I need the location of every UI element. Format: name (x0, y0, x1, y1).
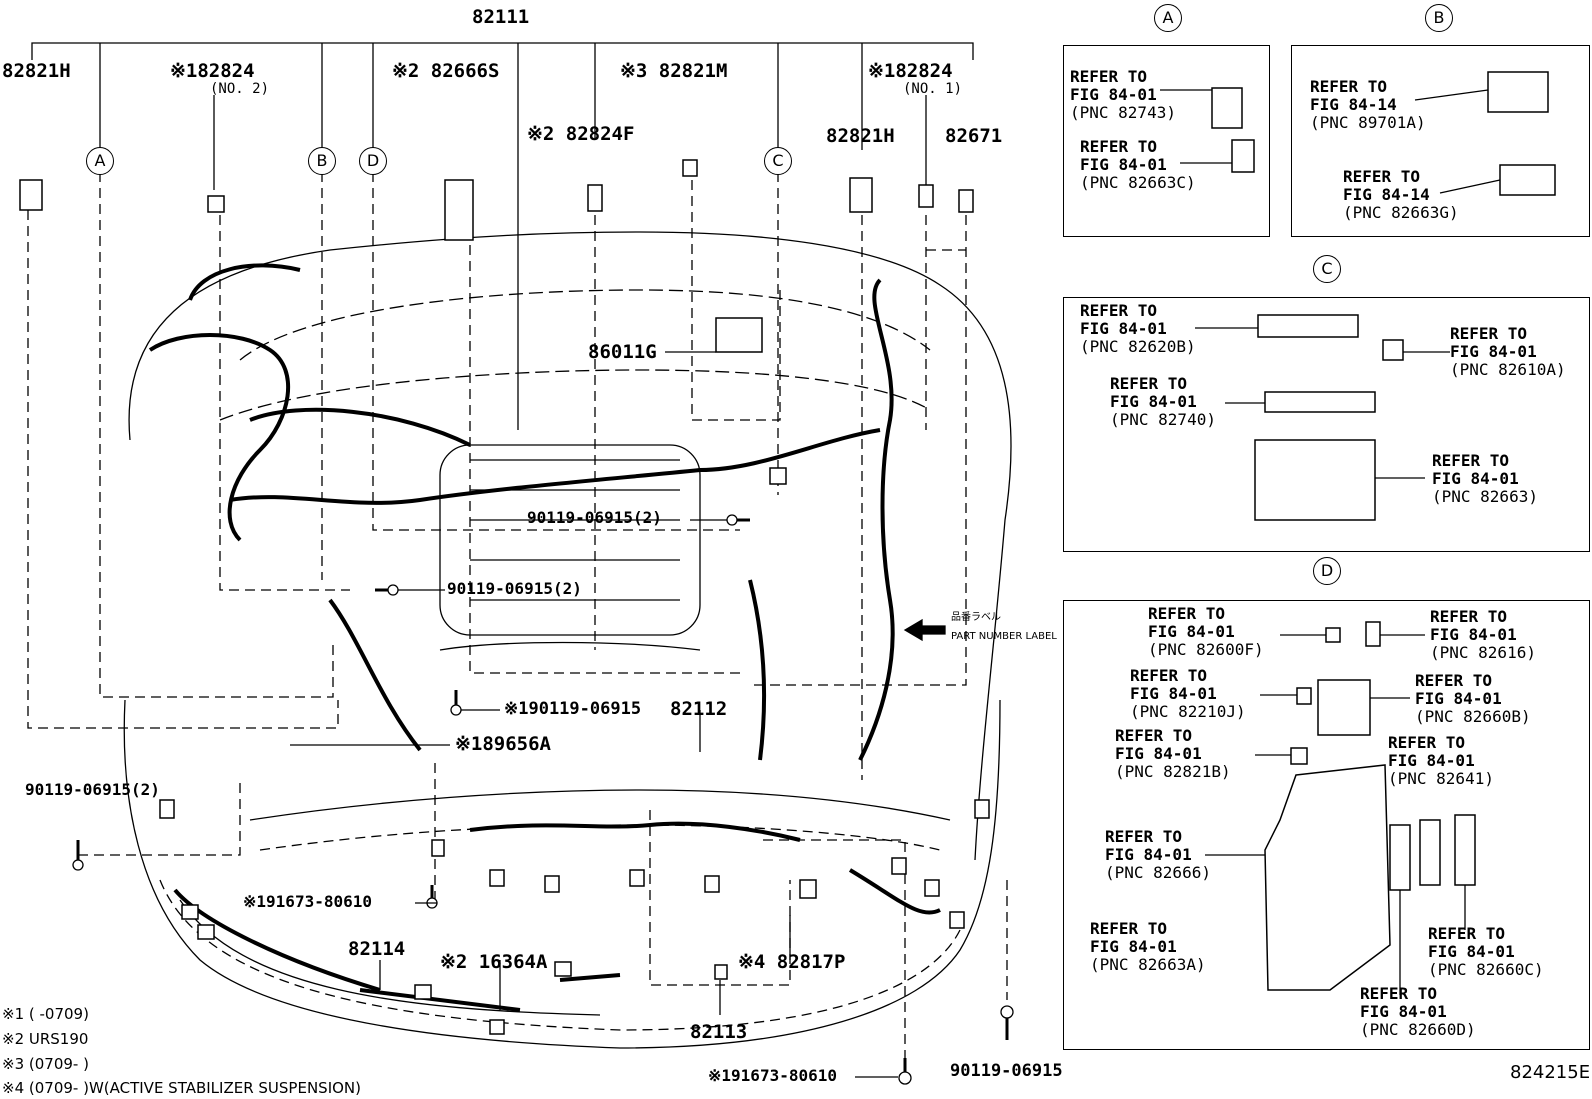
callout-c: C (764, 147, 792, 175)
panel-c-callout: C (1313, 255, 1341, 283)
part-82113-label: 82113 (690, 1021, 748, 1043)
part-89656a-label: ※189656A (455, 733, 551, 755)
detail-panel-a (1063, 45, 1270, 237)
part-number-label-jp: 品番ラベル (951, 612, 1001, 623)
callout-a: A (86, 147, 114, 175)
clip-91673-lower-label: ※191673-80610 (708, 1066, 837, 1085)
bolt-middle-label: 90119-06915(2) (447, 579, 582, 598)
sheet-id: 824215E (1510, 1062, 1591, 1083)
detail-panel-b (1291, 45, 1590, 237)
clip-91673-upper-label: ※191673-80610 (243, 892, 372, 911)
part-number-label-en: PART NUMBER LABEL (951, 631, 1057, 642)
bolt-upper-label: 90119-06915(2) (527, 508, 662, 527)
part-82824-no2-label: ※182824 (170, 60, 255, 82)
detail-panel-d (1063, 600, 1590, 1050)
part-82821m-label: ※3 82821M (620, 60, 728, 82)
callout-d: D (359, 147, 387, 175)
part-82824-no1-label: ※182824 (868, 60, 953, 82)
bolt-lower-label: ※190119-06915 (504, 699, 642, 719)
note-4: ※4 (0709- )W(ACTIVE STABILIZER SUSPENSIO… (2, 1079, 361, 1097)
note-1: ※1 ( -0709) (2, 1005, 89, 1023)
bolt-left-label: 90119-06915(2) (25, 780, 160, 799)
part-82111-label: 82111 (472, 6, 530, 28)
part-86011g-label: 86011G (588, 341, 657, 363)
part-82821h-right-label: 82821H (826, 125, 895, 147)
detail-panel-c (1063, 297, 1590, 552)
part-82824-no1-sub: (NO. 1) (903, 81, 963, 97)
part-82666s-label: ※2 82666S (392, 60, 500, 82)
part-82824f-label: ※2 82824F (527, 123, 635, 145)
callout-b: B (308, 147, 336, 175)
bolt-right-label: 90119-06915 (950, 1061, 1063, 1081)
panel-a-callout: A (1154, 4, 1182, 32)
note-3: ※3 (0709- ) (2, 1055, 89, 1073)
part-82114-label: 82114 (348, 938, 406, 960)
part-16364a-label: ※2 16364A (440, 951, 548, 973)
note-2: ※2 URS190 (2, 1030, 89, 1048)
part-82821h-left-label: 82821H (2, 60, 71, 82)
part-82817p-label: ※4 82817P (738, 951, 846, 973)
panel-d-callout: D (1313, 557, 1341, 585)
part-82824-no2-sub: (NO. 2) (210, 81, 270, 97)
part-82112-label: 82112 (670, 698, 728, 720)
panel-b-callout: B (1425, 4, 1453, 32)
part-82671-label: 82671 (945, 125, 1003, 147)
